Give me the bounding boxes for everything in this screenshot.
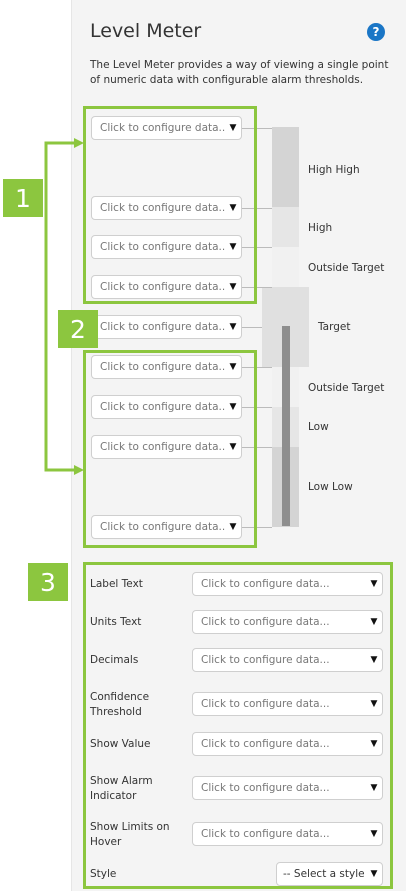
caret-down-icon: ▼ [229,402,237,412]
caret-down-icon: ▼ [229,203,237,213]
caret-down-icon: ▼ [370,579,378,589]
zone-label-low-low: Low Low [308,481,353,493]
meter-zone-high-high [272,127,299,207]
meter-value-bar [282,326,290,526]
show-alarm-indicator-dropdown[interactable]: Click to configure data...▼ [192,776,383,800]
threshold-outside-target-lower-dropdown[interactable]: Click to configure data...▼ [91,355,242,379]
bracket-arrows [44,138,84,475]
zone-label-high: High [308,222,333,234]
property-show-limits-on-hover-label: Show Limits on Hover [90,821,170,848]
badge-1: 1 [3,179,43,217]
badge-2: 2 [58,310,98,348]
units-text-dropdown[interactable]: Click to configure data...▼ [192,610,383,634]
connector-line [242,447,272,448]
threshold-high-high-max-dropdown[interactable]: Click to configure data...▼ [91,116,242,140]
caret-down-icon: ▼ [229,442,237,452]
connector-line [242,527,272,528]
description-text: The Level Meter provides a way of viewin… [90,59,389,86]
style-select[interactable]: -- Select a style --▼ [276,862,383,886]
zone-label-outside-target-upper: Outside Target [308,262,385,274]
threshold-high-dropdown[interactable]: Click to configure data...▼ [91,235,242,259]
target-dropdown[interactable]: Click to configure data...▼ [91,315,242,339]
badge-3: 3 [28,563,68,601]
caret-down-icon: ▼ [370,829,378,839]
confidence-threshold-dropdown[interactable]: Click to configure data...▼ [192,692,383,716]
property-show-alarm-indicator-label: Show Alarm Indicator [90,775,153,802]
connector-line [242,208,272,209]
caret-down-icon: ▼ [229,282,237,292]
caret-down-icon: ▼ [370,655,378,665]
zone-label-target: Target [318,321,351,333]
caret-down-icon: ▼ [370,869,378,879]
connector-line [242,407,272,408]
caret-down-icon: ▼ [229,322,237,332]
zone-label-outside-target-lower: Outside Target [308,382,385,394]
property-style-label: Style [90,868,117,880]
page-title: Level Meter [90,20,202,42]
show-limits-on-hover-dropdown[interactable]: Click to configure data...▼ [192,822,383,846]
threshold-high-high-dropdown[interactable]: Click to configure data...▼ [91,196,242,220]
callout-lower-thresholds [83,350,257,548]
threshold-low-low-min-dropdown[interactable]: Click to configure data...▼ [91,515,242,539]
connector-line [242,247,272,248]
threshold-outside-target-upper-dropdown[interactable]: Click to configure data...▼ [91,275,242,299]
property-units-text-label: Units Text [90,616,142,628]
caret-down-icon: ▼ [229,522,237,532]
callout-upper-thresholds [83,106,257,304]
connector-line [242,367,272,368]
caret-down-icon: ▼ [229,242,237,252]
connector-line [242,287,272,288]
meter-zone-outside-target-upper [272,247,299,287]
caret-down-icon: ▼ [229,362,237,372]
meter-zone-high [272,207,299,247]
caret-down-icon: ▼ [370,617,378,627]
caret-down-icon: ▼ [370,699,378,709]
caret-down-icon: ▼ [370,739,378,749]
property-show-value-label: Show Value [90,738,151,750]
show-value-dropdown[interactable]: Click to configure data...▼ [192,732,383,756]
threshold-low-low-dropdown[interactable]: Click to configure data...▼ [91,435,242,459]
threshold-low-dropdown[interactable]: Click to configure data...▼ [91,395,242,419]
property-label-text-label: Label Text [90,578,143,590]
help-icon[interactable]: ? [367,23,385,41]
caret-down-icon: ▼ [229,123,237,133]
connector-line [242,327,262,328]
zone-label-low: Low [308,421,329,433]
zone-label-high-high: High High [308,164,360,176]
connector-line [242,128,272,129]
property-decimals-label: Decimals [90,654,139,666]
decimals-dropdown[interactable]: Click to configure data...▼ [192,648,383,672]
callout-properties [83,562,393,889]
property-confidence-threshold-label: Confidence Threshold [90,691,150,718]
caret-down-icon: ▼ [370,783,378,793]
label-text-dropdown[interactable]: Click to configure data...▼ [192,572,383,596]
